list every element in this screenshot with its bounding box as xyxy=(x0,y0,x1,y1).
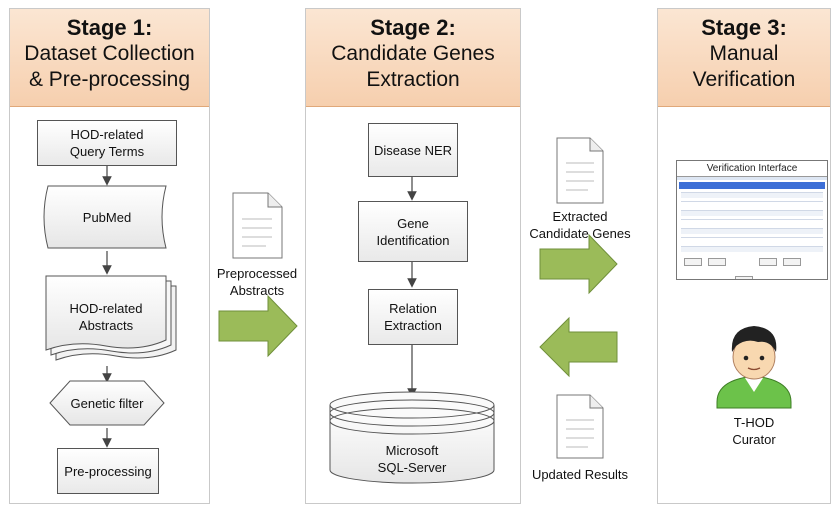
stage-2-title: Stage 2: xyxy=(370,15,456,40)
pubmed-storage-shape xyxy=(43,185,167,249)
stage-3-title: Stage 3: xyxy=(701,15,787,40)
arrow-stage1-to-stage2 xyxy=(218,294,298,358)
disease-ner-box: Disease NER xyxy=(368,123,458,177)
curator-label: T-HOD Curator xyxy=(704,414,804,448)
curator-line1: T-HOD xyxy=(733,415,775,430)
arrow-stage2-to-stage3 xyxy=(539,233,618,295)
stage-1-header: Stage 1: Dataset Collection & Pre-proces… xyxy=(10,9,209,107)
preprocessed-line2: Abstracts xyxy=(229,283,285,298)
verification-interface-title: Verification Interface xyxy=(677,161,827,177)
extracted-document-icon xyxy=(556,137,604,204)
verification-interface-thumbnail: Verification Interface xyxy=(676,160,828,280)
stage-1-subtitle-line2: & Pre-processing xyxy=(28,68,191,91)
updated-document-icon xyxy=(556,394,604,459)
query-terms-line2: Query Terms xyxy=(69,144,145,159)
preprocessed-document-icon xyxy=(232,192,283,259)
db-line2: SQL-Server xyxy=(377,460,447,475)
relation-line1: Relation xyxy=(389,301,437,316)
sql-server-database-shape xyxy=(329,391,495,484)
stage-3-subtitle-line2: Verification xyxy=(692,68,796,91)
stage-1-title: Stage 1: xyxy=(66,15,153,40)
curator-person-icon xyxy=(716,326,792,409)
db-line1: Microsoft xyxy=(385,443,439,458)
genetic-filter-diamond xyxy=(49,380,165,426)
arrow-stage3-to-stage2 xyxy=(539,316,618,378)
extracted-line1: Extracted xyxy=(552,209,608,224)
preprocessing-box: Pre-processing xyxy=(57,448,159,494)
query-terms-line1: HOD-related xyxy=(70,127,144,142)
abstracts-line2: Abstracts xyxy=(78,318,134,333)
pubmed-label: PubMed xyxy=(82,210,132,225)
stage-1-subtitle-line1: Dataset Collection xyxy=(24,42,195,65)
extracted-line2: Candidate Genes xyxy=(529,226,631,241)
disease-ner-label: Disease NER xyxy=(373,142,453,158)
curator-line2: Curator xyxy=(732,432,776,447)
preprocessing-label: Pre-processing xyxy=(64,463,152,479)
preprocessed-line1: Preprocessed xyxy=(216,266,298,281)
stage-3-header: Stage 3: Manual Verification xyxy=(658,9,830,107)
stage-3-subtitle-line1: Manual xyxy=(709,42,779,65)
genetic-filter-label: Genetic filter xyxy=(70,396,144,411)
stage-2-header: Stage 2: Candidate Genes Extraction xyxy=(306,9,520,107)
relation-line2: Extraction xyxy=(384,318,442,333)
abstracts-line1: HOD-related xyxy=(69,301,143,316)
stage-2-subtitle-line1: Candidate Genes xyxy=(331,42,495,65)
gene-id-line1: Gene xyxy=(397,215,429,231)
stage-2-subtitle-line2: Extraction xyxy=(366,68,460,91)
updated-results-label: Updated Results xyxy=(531,467,629,482)
gene-id-line2: Identification xyxy=(376,232,450,248)
stage-1-panel: Stage 1: Dataset Collection & Pre-proces… xyxy=(9,8,210,504)
abstracts-documents-shape xyxy=(45,275,177,361)
